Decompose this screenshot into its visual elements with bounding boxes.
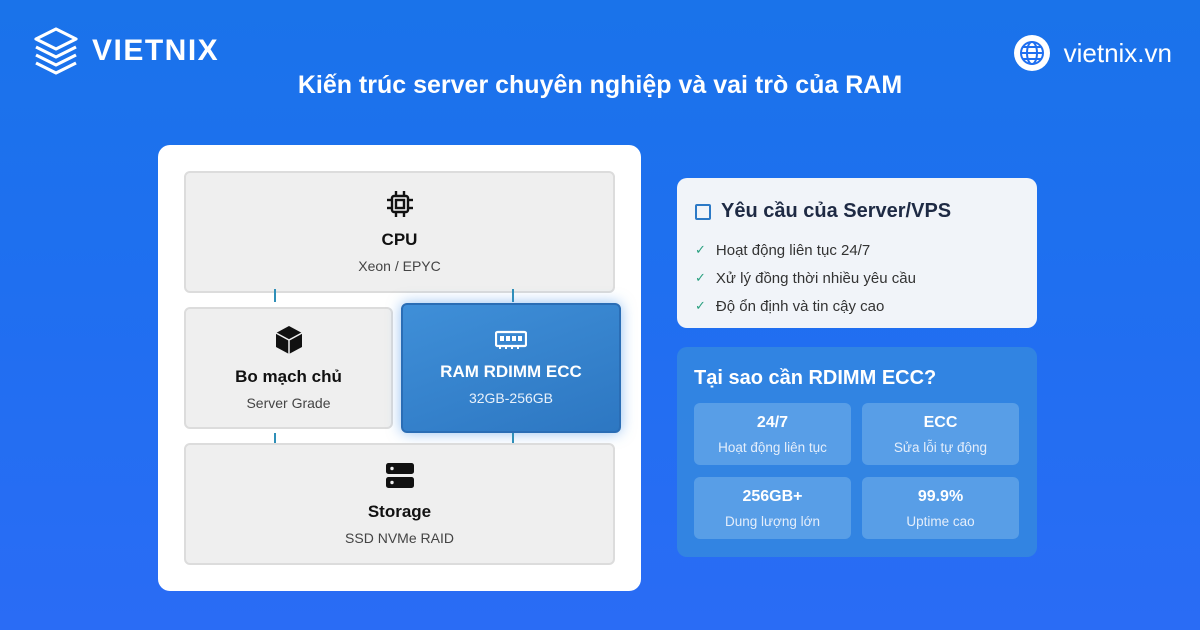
ram-module-icon	[495, 330, 527, 349]
ram-title: RAM RDIMM ECC	[440, 362, 582, 381]
motherboard-subtitle: Server Grade	[246, 395, 331, 411]
brand-name: VIETNIX	[92, 34, 220, 67]
list-item: ✓ Hoạt động liên tục 24/7	[695, 236, 1019, 264]
connector-ram-storage	[512, 433, 514, 446]
stat-ecc: ECC Sửa lỗi tự động	[862, 403, 1019, 465]
stat-label: Sửa lỗi tự động	[893, 439, 988, 455]
stat-uptime-247: 24/7 Hoạt động liên tục	[694, 403, 851, 465]
checkbox-icon	[695, 203, 711, 220]
cpu-chip-icon	[386, 191, 413, 217]
globe-icon	[1013, 35, 1050, 71]
stat-uptime-percent: 99.9% Uptime cao	[862, 477, 1019, 539]
website-link[interactable]: vietnix.vn	[1013, 35, 1172, 71]
requirement-text: Xử lý đồng thời nhiều yêu cầu	[715, 269, 916, 287]
requirements-card: Yêu cầu của Server/VPS ✓ Hoạt động liên …	[677, 178, 1037, 328]
brand-logo[interactable]: VIETNIX	[30, 25, 219, 77]
requirement-text: Độ ổn định và tin cậy cao	[715, 297, 885, 315]
stat-value: 99.9%	[917, 487, 964, 505]
list-item: ✓ Xử lý đồng thời nhiều yêu cầu	[695, 264, 1019, 292]
why-title: Tại sao cần RDIMM ECC?	[694, 367, 937, 389]
check-icon: ✓	[695, 270, 706, 285]
cpu-title: CPU	[381, 230, 418, 249]
stat-label: Hoạt động liên tục	[718, 439, 827, 455]
stat-value: 256GB+	[742, 487, 803, 505]
connector-cpu-motherboard	[274, 289, 276, 302]
requirements-title: Yêu cầu của Server/VPS	[721, 200, 952, 222]
motherboard-title: Bo mạch chủ	[235, 367, 342, 386]
why-rdimm-card: Tại sao cần RDIMM ECC? 24/7 Hoạt động li…	[677, 347, 1037, 557]
cpu-subtitle: Xeon / EPYC	[358, 258, 441, 274]
ram-block: RAM RDIMM ECC 32GB-256GB	[401, 303, 621, 433]
stat-value: 24/7	[756, 413, 789, 431]
server-stack-icon	[385, 463, 414, 488]
ram-subtitle: 32GB-256GB	[468, 390, 554, 406]
connector-cpu-ram	[512, 289, 514, 302]
stat-label: Uptime cao	[906, 513, 975, 529]
cube-icon	[275, 326, 302, 354]
motherboard-block: Bo mạch chủ Server Grade	[184, 307, 393, 429]
storage-title: Storage	[367, 502, 432, 521]
website-url: vietnix.vn	[1063, 37, 1172, 68]
stat-capacity: 256GB+ Dung lượng lớn	[694, 477, 851, 539]
vietnix-logo-icon	[34, 27, 78, 75]
cpu-block: CPU Xeon / EPYC	[184, 171, 615, 293]
page-title: Kiến trúc server chuyên nghiệp và vai tr…	[297, 71, 903, 99]
storage-block: Storage SSD NVMe RAID	[184, 443, 615, 565]
requirements-heading: Yêu cầu của Server/VPS	[695, 200, 1019, 223]
connector-motherboard-storage	[274, 433, 276, 446]
stat-value: ECC	[923, 413, 958, 431]
storage-subtitle: SSD NVMe RAID	[345, 530, 454, 546]
stat-label: Dung lượng lớn	[724, 513, 821, 529]
requirements-list: ✓ Hoạt động liên tục 24/7 ✓ Xử lý đồng t…	[695, 236, 1019, 320]
check-icon: ✓	[695, 298, 706, 313]
list-item: ✓ Độ ổn định và tin cậy cao	[695, 292, 1019, 320]
requirement-text: Hoạt động liên tục 24/7	[715, 241, 871, 259]
check-icon: ✓	[695, 242, 706, 257]
architecture-diagram: CPU Xeon / EPYC Bo mạch chủ Server Grade…	[158, 145, 641, 591]
